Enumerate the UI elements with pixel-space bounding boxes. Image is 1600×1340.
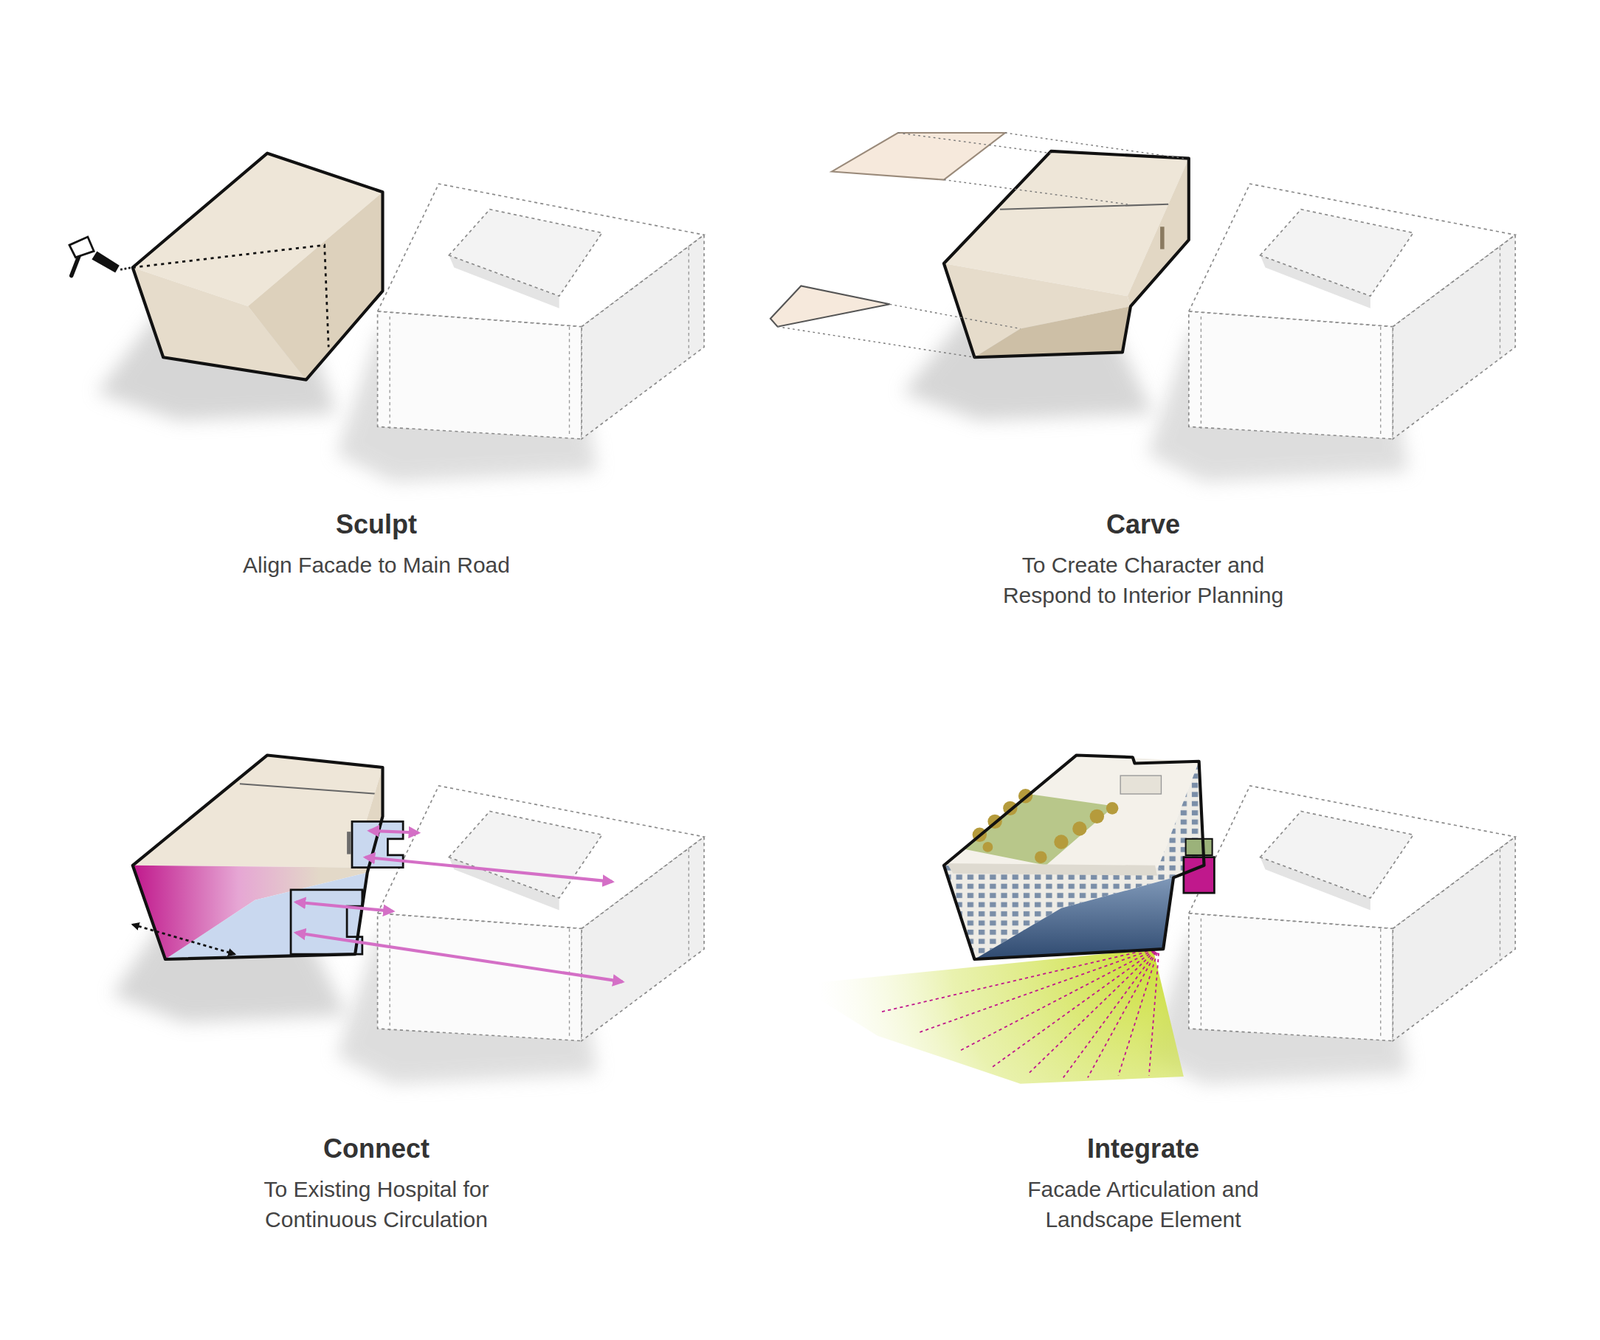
drawing-line xyxy=(898,132,1051,154)
chisel xyxy=(91,250,119,273)
drawing-circle xyxy=(1053,834,1068,849)
drawing-line xyxy=(1149,946,1160,1076)
light-fan xyxy=(795,949,1184,1085)
drawing-line xyxy=(943,180,1128,205)
drawing-line xyxy=(918,946,1159,1033)
drawing-circle xyxy=(1072,821,1087,836)
circulation-arrow xyxy=(369,830,419,834)
drawing-line xyxy=(1000,204,1169,210)
drawing-polygon xyxy=(946,863,1158,877)
drawing-polyline xyxy=(132,245,329,347)
step-description: To Existing Hospital for Continuous Circ… xyxy=(214,1174,539,1235)
drawing-polygon xyxy=(770,285,891,327)
sculpt-block xyxy=(69,153,383,421)
drawing-circle xyxy=(1034,850,1048,864)
drawing-circle xyxy=(1090,809,1105,824)
step-heading: Sculpt xyxy=(214,508,539,541)
drawing-polygon xyxy=(943,263,1131,358)
drawing-line xyxy=(239,783,380,795)
circulation-arrow xyxy=(365,857,613,882)
drawing-rect xyxy=(346,831,352,854)
roof-trees xyxy=(972,788,1119,864)
step-heading: Carve xyxy=(980,508,1306,541)
drawing-polygon xyxy=(132,754,384,960)
drawing-polygon xyxy=(943,151,1189,358)
step-heading: Integrate xyxy=(980,1132,1306,1166)
drawing-rect xyxy=(1185,839,1213,856)
drawing-rect xyxy=(1160,226,1165,249)
drawing-polygon xyxy=(831,132,1006,181)
existing-hospital xyxy=(1147,183,1516,482)
drawing-polygon xyxy=(165,872,368,960)
drawing-polygon xyxy=(132,754,384,868)
drawing-polygon xyxy=(1183,857,1215,893)
drawing-polygon xyxy=(974,877,1174,960)
drawing-rect xyxy=(1120,775,1161,795)
drawing-line xyxy=(1005,132,1184,159)
connect-block xyxy=(112,754,623,1023)
carve-block xyxy=(770,132,1189,421)
drawing-polygon xyxy=(247,191,384,380)
drawing-line xyxy=(120,267,132,271)
step-description: Facade Articulation and Landscape Elemen… xyxy=(980,1174,1306,1235)
drawing-line xyxy=(890,304,1021,329)
drawing-circle xyxy=(1106,802,1119,815)
step-heading: Connect xyxy=(214,1132,539,1166)
drawing-polygon xyxy=(132,865,368,960)
drawing-line xyxy=(991,946,1160,1068)
drawing-polygon xyxy=(290,890,363,955)
hammer-head xyxy=(69,236,94,258)
drawing-polygon xyxy=(943,865,1174,960)
circulation-arrow xyxy=(295,902,393,912)
step-description: Align Facade to Main Road xyxy=(214,549,539,581)
drawing-polygon xyxy=(943,754,1205,960)
drawing-polygon xyxy=(974,306,1131,358)
drawing-polygon xyxy=(132,153,384,381)
drawing-line xyxy=(1028,946,1160,1074)
existing-hospital xyxy=(336,785,705,1085)
drawing-polygon xyxy=(943,754,1200,868)
drawing-line xyxy=(777,326,975,358)
step-description: To Create Character and Respond to Inter… xyxy=(980,549,1306,611)
integrate-block xyxy=(795,754,1215,1084)
drawing-line xyxy=(1087,946,1160,1078)
road-arrow xyxy=(132,924,235,955)
view-lines xyxy=(879,946,1160,1078)
existing-hospital xyxy=(336,183,705,482)
drawing-polygon xyxy=(1127,158,1189,307)
drawing-line xyxy=(1063,946,1160,1078)
drawing-line xyxy=(1118,946,1159,1076)
drawing-line xyxy=(959,946,1160,1051)
drawing-circle xyxy=(982,842,993,853)
circulation-arrow xyxy=(295,932,623,982)
